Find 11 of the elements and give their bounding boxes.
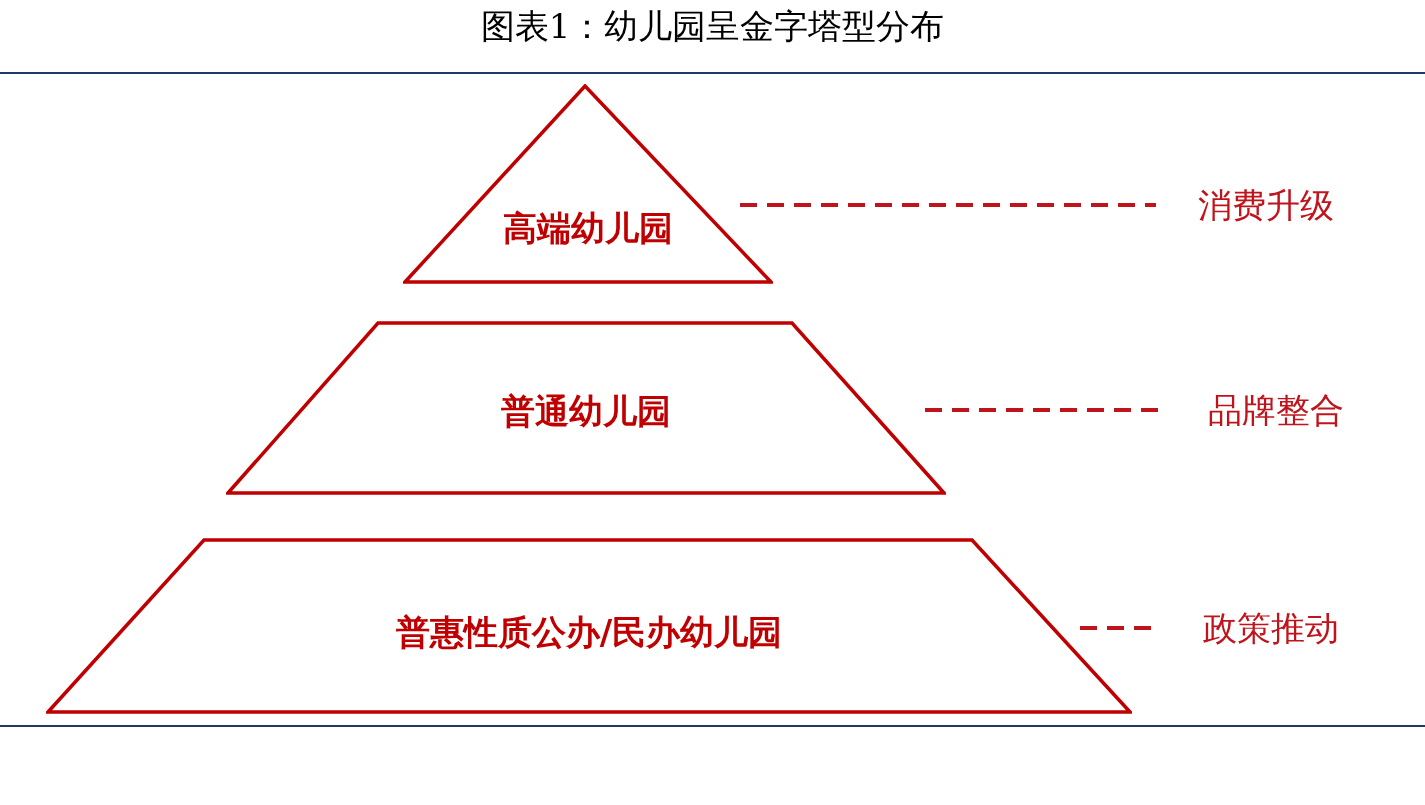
side-label: 政策推动 [1203, 606, 1339, 650]
pyramid-triangle [403, 84, 773, 284]
figure-title: 图表1：幼儿园呈金字塔型分布 [479, 5, 946, 48]
level-label: 普惠性质公办/民办幼儿园 [394, 611, 784, 654]
dashed-line [740, 203, 1156, 207]
level-label: 高端幼儿园 [502, 207, 674, 250]
pyramid-trapezoid [226, 321, 946, 495]
level-label: 普通幼儿园 [500, 390, 672, 433]
pyramid-trapezoid [46, 538, 1132, 714]
side-label: 消费升级 [1198, 183, 1334, 227]
side-label: 品牌整合 [1208, 388, 1344, 432]
